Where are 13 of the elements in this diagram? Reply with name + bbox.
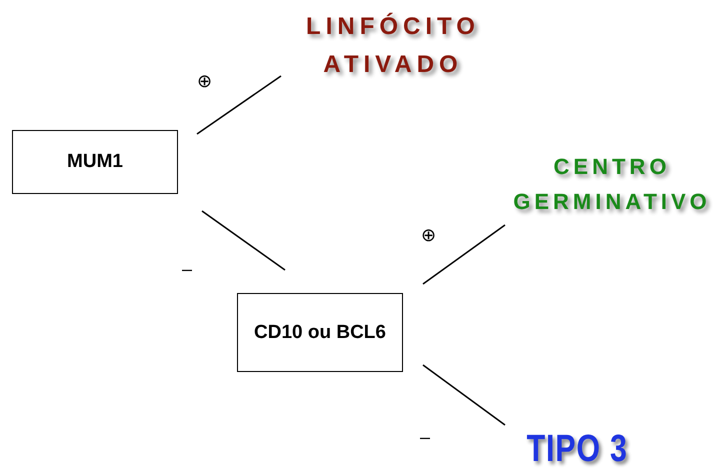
box-text: MUM1 — [67, 150, 123, 174]
edge-label: ⊕ — [421, 226, 436, 244]
edge-label: ⊕ — [197, 72, 212, 90]
marker-box — [237, 293, 403, 372]
box-text: CD10 ou BCL6 — [254, 320, 386, 345]
outcome-text: CENTRO GERMINATIVO — [512, 152, 712, 216]
connector-line — [196, 75, 282, 135]
connector-line — [422, 364, 506, 426]
connector-line — [202, 210, 286, 271]
connector-line — [422, 224, 506, 285]
marker-box — [12, 130, 178, 194]
outcome-text: TIPO 3 — [526, 426, 628, 472]
outcome-text: LINFÓCITO ATIVADO — [305, 12, 481, 80]
